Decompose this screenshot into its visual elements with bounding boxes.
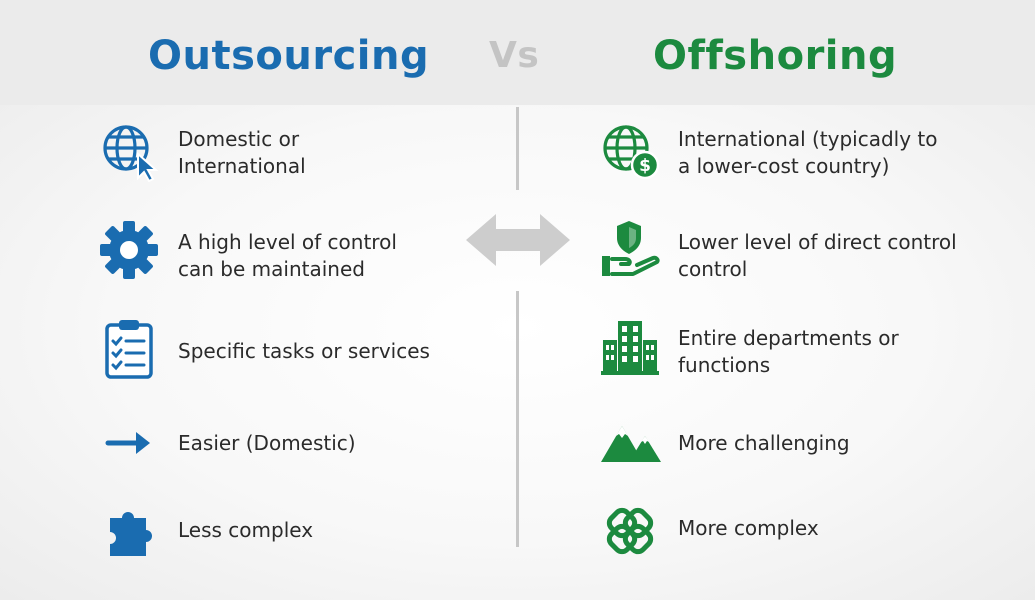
outsourcing-item-3: Specific tasks or services	[178, 338, 430, 365]
outsourcing-item-4: Easier (Domestic)	[178, 430, 356, 457]
offshoring-item-5: More complex	[678, 515, 819, 542]
globe-cursor-icon	[103, 125, 159, 182]
offshoring-item-2: Lower level of direct control control	[678, 229, 957, 283]
outsourcing-item-1-line-2: International	[178, 154, 306, 178]
office-buildings-icon	[601, 321, 659, 375]
offshoring-item-1-line-1: International (typicadly to	[678, 127, 938, 151]
offshoring-item-4: More challenging	[678, 430, 850, 457]
offshoring-item-4-line-1: More challenging	[678, 431, 850, 455]
divider-top	[516, 107, 519, 190]
offshoring-item-3: Entire departments or functions	[678, 325, 899, 379]
double-arrow-icon	[466, 214, 570, 266]
outsourcing-item-4-line-1: Easier (Domestic)	[178, 431, 356, 455]
svg-text:$: $	[639, 156, 651, 176]
outsourcing-title: Outsourcing	[148, 33, 430, 79]
puzzle-piece-icon	[110, 512, 152, 556]
offshoring-item-5-line-1: More complex	[678, 516, 819, 540]
globe-dollar-icon: $	[603, 125, 660, 180]
outsourcing-item-2-line-1: A high level of control	[178, 230, 397, 254]
outsourcing-item-1: Domestic or International	[178, 126, 306, 180]
arrow-right-icon	[105, 432, 150, 454]
offshoring-item-2-line-2: control	[678, 257, 748, 281]
vs-label: Vs	[489, 35, 540, 76]
offshoring-item-1: International (typicadly to a lower-cost…	[678, 126, 938, 180]
outsourcing-item-3-line-1: Specific tasks or services	[178, 339, 430, 363]
mountains-icon	[601, 426, 661, 462]
outsourcing-item-2-line-2: can be maintained	[178, 257, 365, 281]
shield-hand-icon	[602, 221, 660, 276]
offshoring-title: Offshoring	[653, 33, 898, 79]
clipboard-checklist-icon	[105, 320, 153, 379]
outsourcing-item-5: Less complex	[178, 517, 313, 544]
offshoring-item-3-line-2: functions	[678, 353, 771, 377]
offshoring-item-1-line-2: a lower-cost country)	[678, 154, 890, 178]
offshoring-item-3-line-1: Entire departments or	[678, 326, 899, 350]
interlocked-links-icon	[606, 507, 654, 555]
header-band	[0, 0, 1035, 105]
outsourcing-item-2: A high level of control can be maintaine…	[178, 229, 397, 283]
outsourcing-item-1-line-1: Domestic or	[178, 127, 300, 151]
gear-icon	[100, 221, 158, 279]
outsourcing-item-5-line-1: Less complex	[178, 518, 314, 542]
divider-bottom	[516, 291, 519, 547]
offshoring-item-2-line-1: Lower level of direct control	[678, 230, 957, 254]
